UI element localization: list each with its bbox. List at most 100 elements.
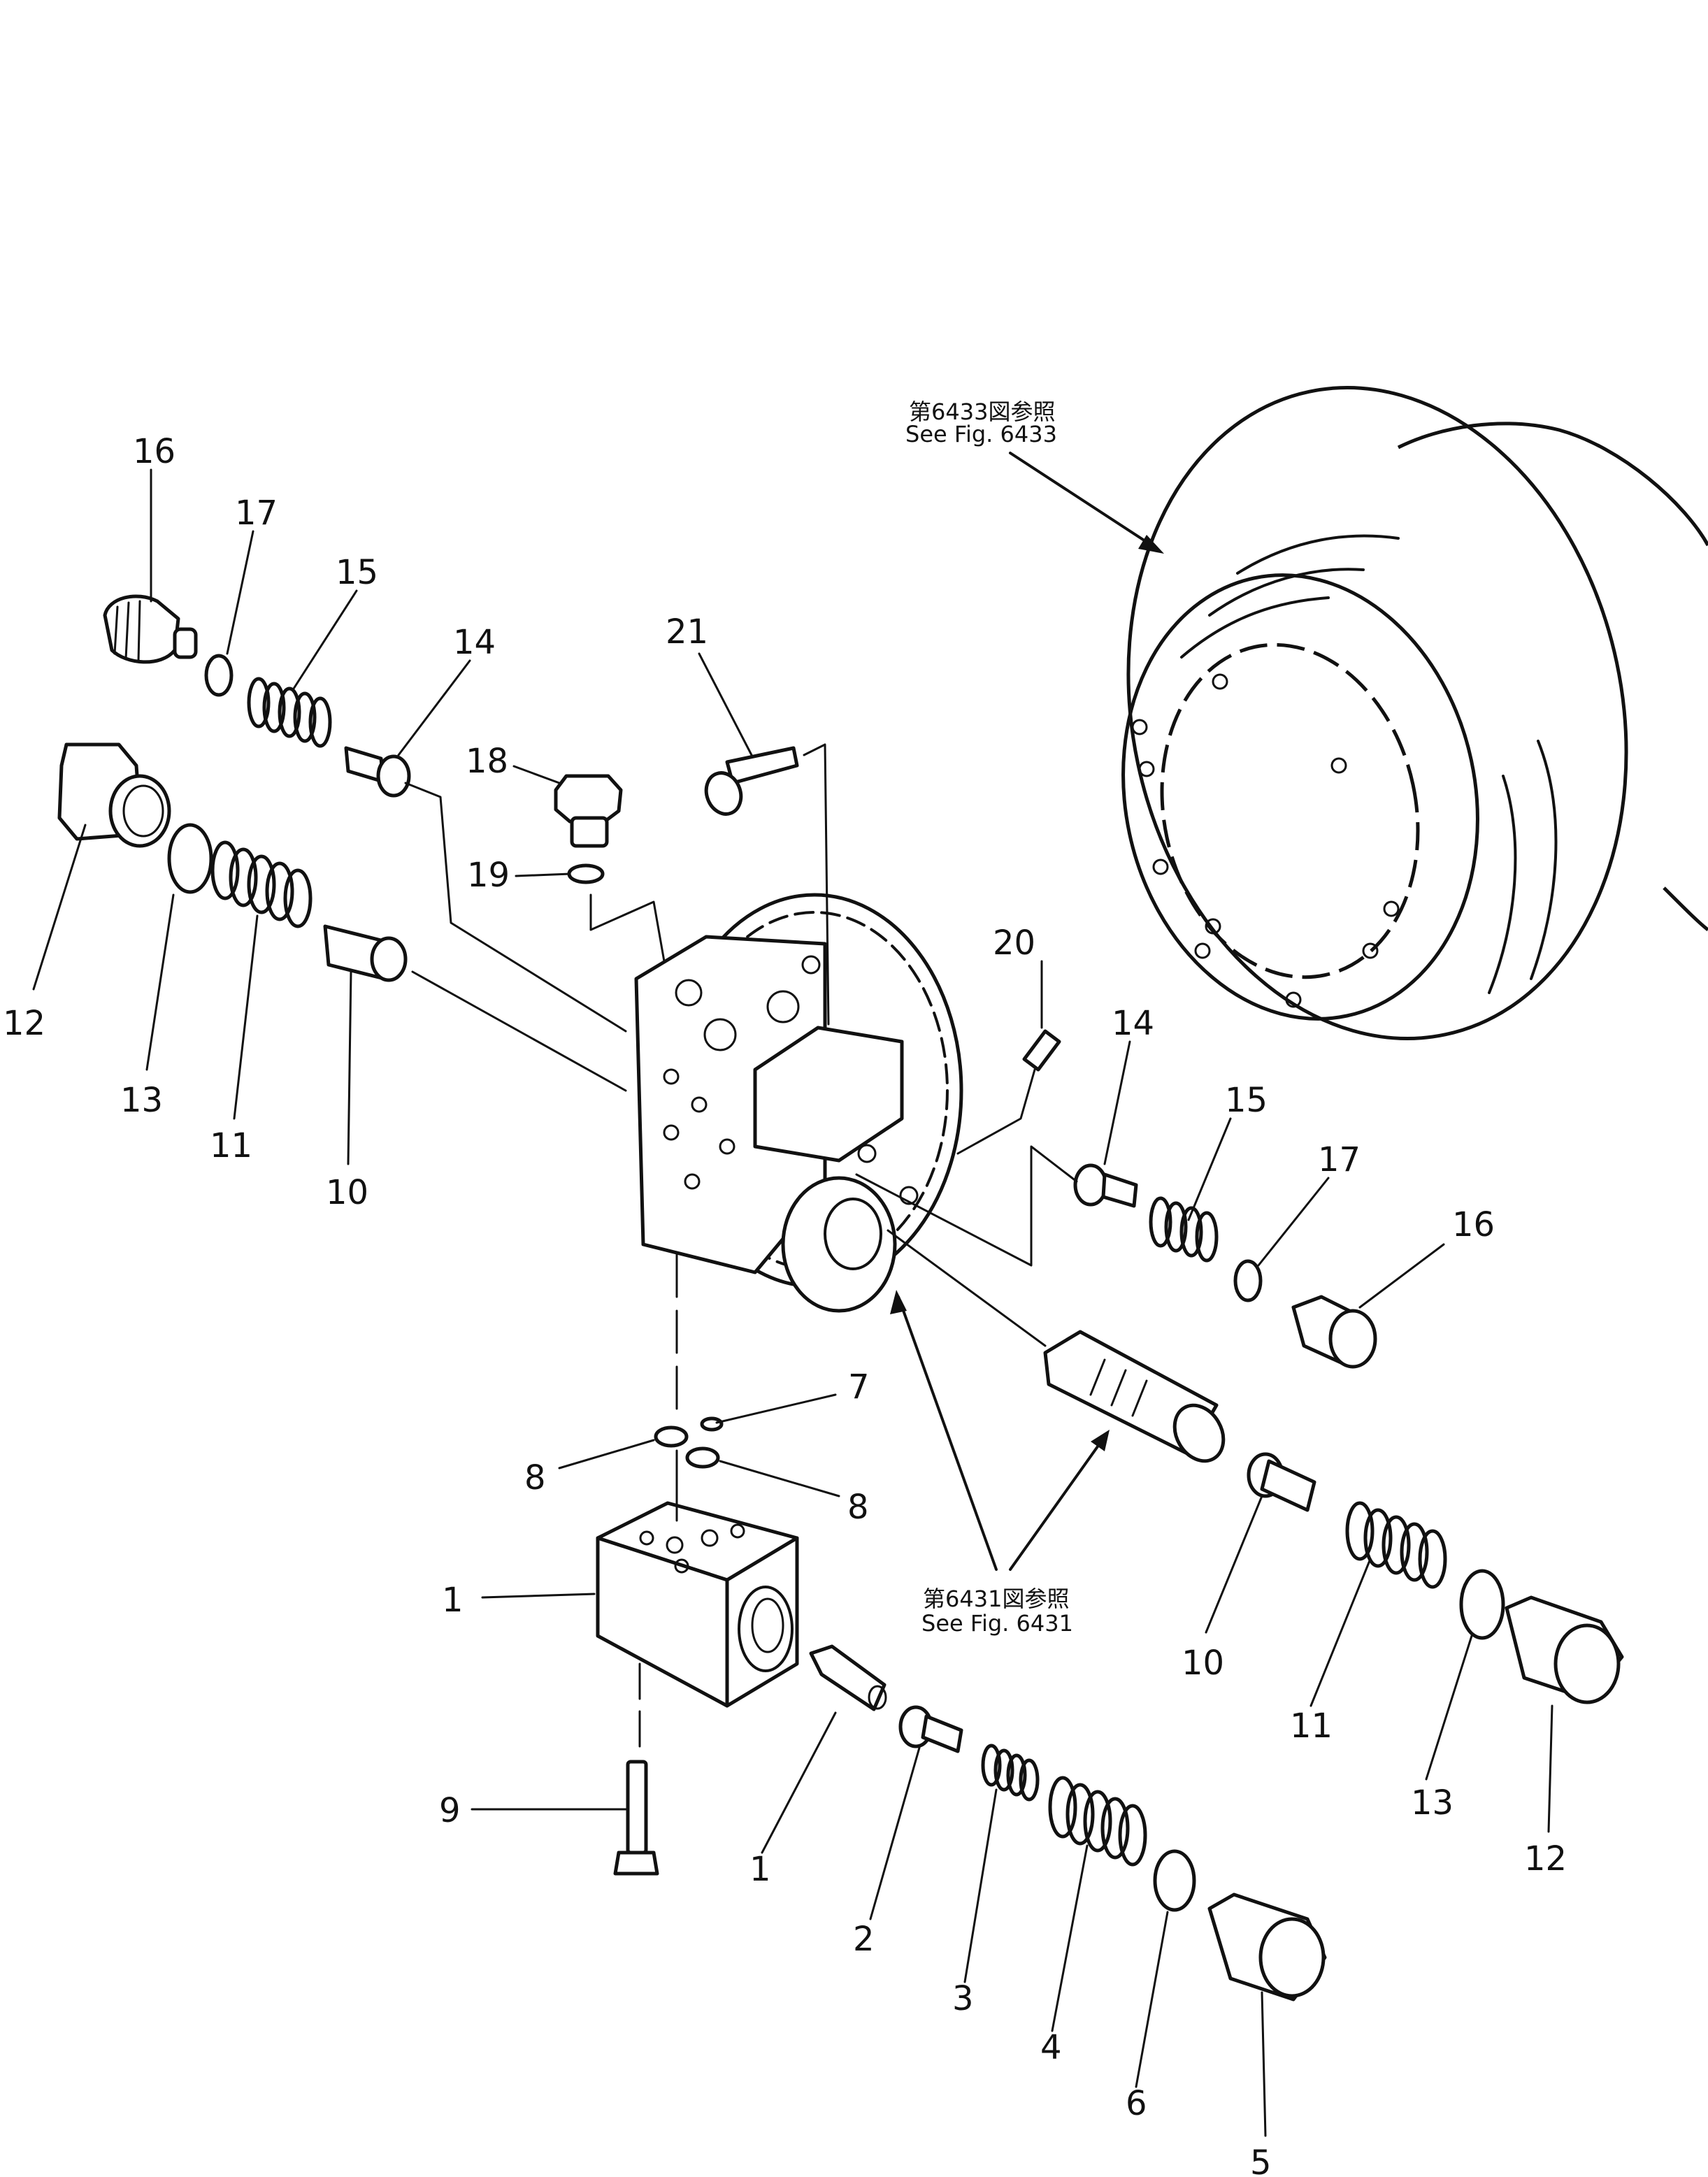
plug-12-face-inner <box>122 784 164 838</box>
poppet-2-stem <box>921 1714 963 1753</box>
callout-16-right: 16 <box>1452 1205 1495 1244</box>
port-hole <box>663 1068 680 1085</box>
spool-grooves <box>1089 1358 1148 1417</box>
valve-body-port-inner <box>824 1198 882 1270</box>
bolt-9 <box>613 1760 659 1876</box>
spool <box>1043 1330 1226 1463</box>
arrowhead-icon <box>890 1290 907 1314</box>
reference-arrow-line <box>897 1295 998 1571</box>
bolt-9-shank <box>626 1760 648 1855</box>
reference-fig-6433: 第6433図参照 See Fig. 6433 <box>905 398 1164 554</box>
piston-10-left <box>323 924 408 982</box>
bolt-hole <box>1212 673 1228 690</box>
reference-fig-6431-line1: 第6431図参照 <box>923 1586 1069 1612</box>
callout-20: 20 <box>993 924 1035 963</box>
spring-4 <box>1048 1776 1147 1867</box>
assembly-lines <box>404 743 1078 1756</box>
bolt-21 <box>704 746 799 816</box>
leader-lines <box>32 468 1553 2137</box>
plug-18-head <box>554 774 623 824</box>
assembly-line <box>404 782 627 1033</box>
upper-left-plug-16 <box>103 594 198 664</box>
callout-17-right: 17 <box>1318 1140 1361 1179</box>
poppet-14-right <box>1073 1163 1138 1208</box>
callout-14: 14 <box>453 623 496 662</box>
lower-valve-block <box>596 1501 799 1708</box>
housing-rib <box>1208 568 1365 617</box>
spring-3 <box>981 1744 1040 1802</box>
spring-15-right <box>1149 1196 1219 1263</box>
assembly-line <box>956 1068 1036 1155</box>
poppet-14-stem <box>1101 1172 1138 1208</box>
assembly-line <box>589 893 666 963</box>
reference-arrow-line <box>1009 1435 1106 1571</box>
check-valve-1-body <box>809 1644 887 1711</box>
housing-outer-rim <box>1126 386 1628 1040</box>
callout-14-right: 14 <box>1112 1004 1154 1043</box>
reference-fig-6433-line1: 第6433図参照 <box>909 398 1055 425</box>
callout-10: 10 <box>326 1173 368 1212</box>
port-hole <box>801 955 821 975</box>
callout-12: 12 <box>3 1004 45 1043</box>
valve-body <box>634 893 963 1313</box>
spring-11 <box>210 840 313 928</box>
poppet-14 <box>344 746 411 798</box>
motor-housing <box>1121 386 1708 1040</box>
poppet-2 <box>898 1705 963 1753</box>
assembly-line <box>855 1145 1078 1267</box>
callout-1-check: 1 <box>749 1850 771 1889</box>
plug-18 <box>554 774 623 848</box>
port-hole <box>691 1096 708 1113</box>
o-ring-8-upper <box>654 1425 689 1448</box>
callout-12-right: 12 <box>1524 1839 1567 1878</box>
plug-16-thread <box>113 600 141 663</box>
spring-15 <box>247 677 332 748</box>
callout-11-right: 11 <box>1290 1707 1333 1746</box>
port-hole <box>703 1018 737 1051</box>
callout-8-right: 8 <box>847 1488 869 1527</box>
port-hole <box>730 1523 745 1539</box>
assembly-line <box>411 970 627 1092</box>
callout-13: 13 <box>120 1081 163 1120</box>
callout-1-block: 1 <box>442 1581 464 1620</box>
bolt-hole <box>1330 757 1347 774</box>
piston-10-right <box>1247 1452 1316 1512</box>
bolt-hole <box>1362 942 1379 959</box>
port-hole <box>666 1536 684 1554</box>
spool-end <box>1172 1403 1226 1463</box>
housing-rib <box>1488 775 1517 994</box>
callout-13-right: 13 <box>1411 1783 1454 1823</box>
bolt-hole <box>1152 858 1169 875</box>
bolt-hole <box>1131 719 1148 735</box>
callout-15: 15 <box>336 553 378 592</box>
o-ring-7 <box>700 1416 724 1432</box>
valve-body-port <box>781 1176 897 1313</box>
plug-18-thread <box>570 816 609 848</box>
callout-19: 19 <box>467 856 510 895</box>
plug-5 <box>1207 1892 1327 2002</box>
piston-10-body <box>1260 1459 1316 1512</box>
assembly-line <box>803 743 830 1026</box>
port-hole <box>701 1529 719 1547</box>
housing-rib <box>1236 534 1400 575</box>
callout-10-right: 10 <box>1182 1644 1224 1683</box>
bolt-hole <box>1383 900 1400 917</box>
callout-16: 16 <box>133 432 175 471</box>
callout-6: 6 <box>1126 2084 1147 2123</box>
check-valve-1-tip <box>868 1685 887 1710</box>
poppet-14-head <box>376 754 411 798</box>
bolt-hole <box>1205 918 1221 935</box>
port-hole <box>857 1144 877 1163</box>
housing-bottom-edge <box>1663 886 1708 931</box>
plug-12-face <box>108 774 171 848</box>
plug-16-face <box>1328 1309 1377 1369</box>
lower-block-port <box>738 1586 794 1672</box>
reference-fig-6431: 第6431図参照 See Fig. 6431 <box>890 1290 1110 1637</box>
port-hole <box>674 1558 689 1574</box>
bolt-9-head <box>613 1851 659 1876</box>
callout-11: 11 <box>210 1126 252 1165</box>
plug-12-right <box>1505 1595 1624 1704</box>
plug-16-tip <box>173 627 198 659</box>
bolt-hole <box>1138 761 1155 777</box>
